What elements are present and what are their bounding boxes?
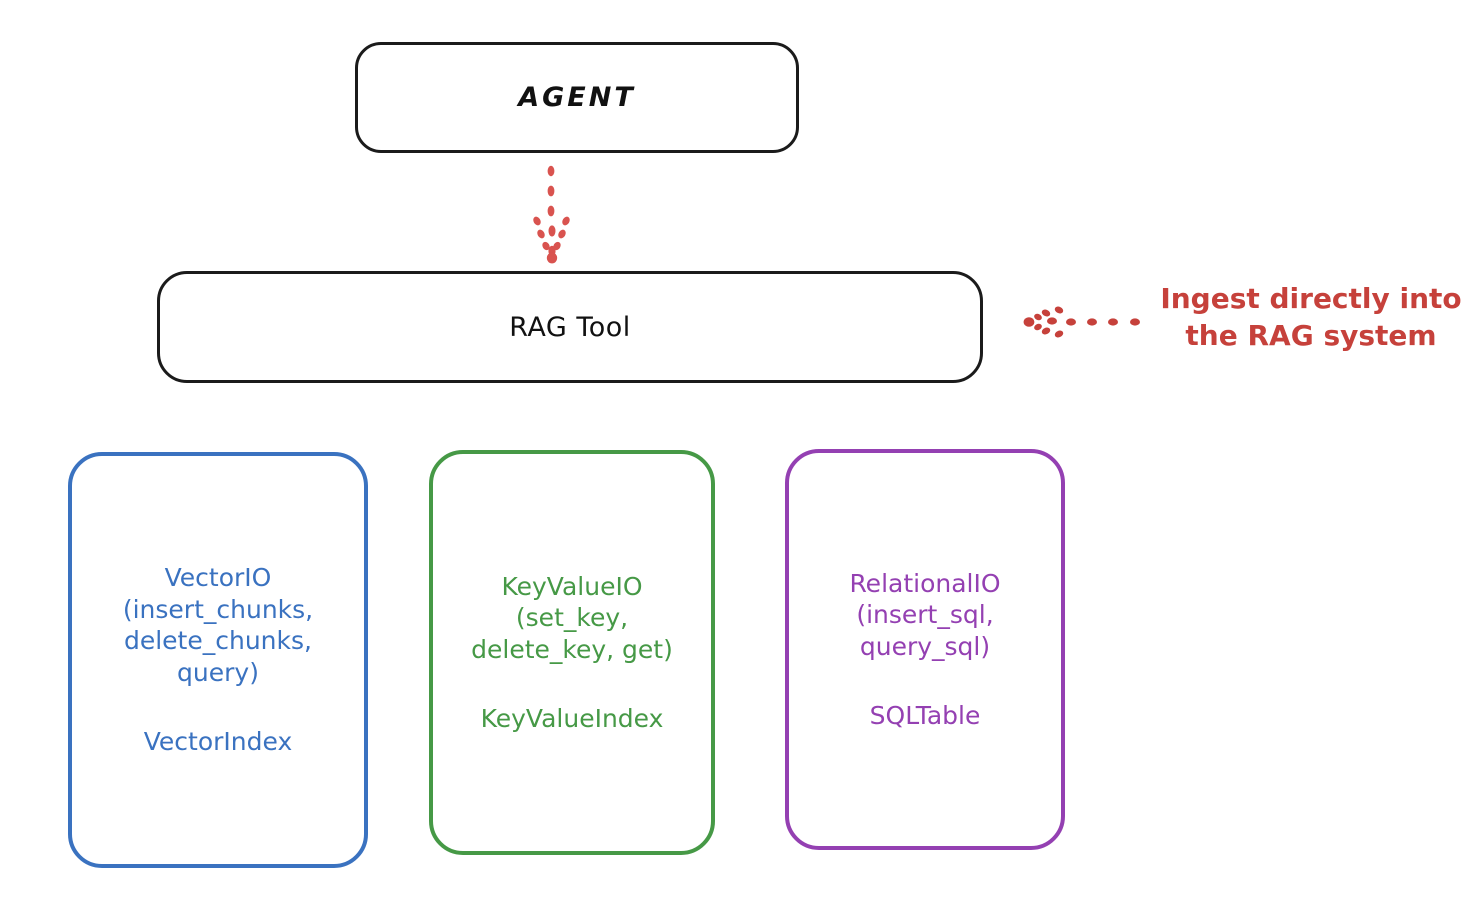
vector-io-subtitle: VectorIndex (143, 727, 293, 757)
key-value-io-title: KeyValueIO (set_key, delete_key, get) (471, 571, 673, 664)
relational-io-subtitle: SQLTable (869, 701, 981, 730)
key-value-io-node[interactable]: KeyValueIO (set_key, delete_key, get) Ke… (429, 450, 715, 855)
vector-io-node[interactable]: VectorIO (insert_chunks, delete_chunks, … (68, 452, 368, 868)
vector-io-title: VectorIO (insert_chunks, delete_chunks, … (122, 563, 314, 687)
key-value-io-subtitle: KeyValueIndex (480, 704, 664, 733)
agent-node[interactable]: AGENT (355, 42, 799, 153)
rag-tool-node[interactable]: RAG Tool (157, 271, 983, 383)
relational-io-title: RelationalIO (insert_sql, query_sql) (849, 568, 1001, 661)
rag-tool-node-label: RAG Tool (509, 311, 631, 343)
agent-node-label: AGENT (518, 82, 636, 113)
ingest-annotation-label: Ingest directly into the RAG system (1160, 282, 1462, 352)
relational-io-node[interactable]: RelationalIO (insert_sql, query_sql) SQL… (785, 449, 1065, 850)
